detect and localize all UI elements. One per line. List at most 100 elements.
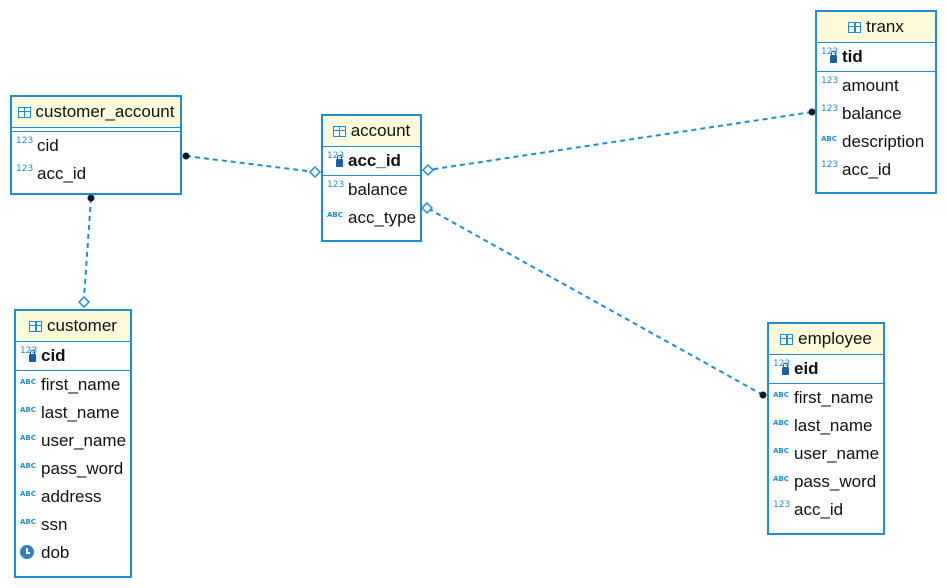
column-name: pass_word <box>41 459 124 478</box>
link-end-diamond <box>77 295 91 309</box>
key-icon <box>782 363 789 375</box>
entity-title: customer <box>47 316 117 335</box>
link-end-dot <box>759 391 767 399</box>
numeric-type-icon: 123 <box>773 500 791 510</box>
text-type-icon: ABC <box>20 490 36 498</box>
key-icon <box>830 51 837 63</box>
column-name: first_name <box>794 388 874 407</box>
table-icon <box>848 21 862 33</box>
table-icon <box>29 320 43 332</box>
text-type-icon: ABC <box>20 378 36 386</box>
text-type-icon: ABC <box>773 447 789 455</box>
text-type-icon: ABC <box>20 434 36 442</box>
numeric-type-icon: 123 <box>821 76 839 86</box>
link-employee-to-account[interactable] <box>426 207 764 396</box>
text-type-icon: ABC <box>773 391 789 399</box>
text-type-icon: ABC <box>773 475 789 483</box>
column-name: cid <box>37 136 59 155</box>
link-end-diamond <box>421 163 435 177</box>
table-icon <box>332 125 346 137</box>
entity-header[interactable]: employee <box>769 324 883 355</box>
text-type-icon: ABC <box>773 419 789 427</box>
link-tranx-to-account[interactable] <box>427 111 813 171</box>
entity-header[interactable]: account <box>323 116 420 147</box>
entity-header[interactable]: customer_account <box>12 97 180 128</box>
column-row[interactable]: ABC acc_type <box>323 204 420 232</box>
entity-title: employee <box>798 329 872 348</box>
column-name: pass_word <box>794 472 877 491</box>
numeric-type-icon: 123 <box>821 160 839 170</box>
entity-header[interactable]: customer <box>16 311 130 342</box>
column-row[interactable]: ABC user_name <box>16 427 130 455</box>
link-end-dot <box>87 194 95 202</box>
column-row[interactable]: ABC user_name <box>769 440 883 468</box>
link-end-dot <box>182 152 190 160</box>
text-type-icon: ABC <box>20 462 36 470</box>
column-name: acc_id <box>842 160 892 179</box>
numeric-type-icon: 123 <box>327 180 345 190</box>
link-end-diamond <box>308 165 322 179</box>
table-icon <box>17 106 31 118</box>
link-customer-account-to-account[interactable] <box>185 155 316 173</box>
text-type-icon: ABC <box>821 135 837 143</box>
numeric-type-icon: 123 <box>327 151 348 171</box>
column-row[interactable]: ABC pass_word <box>769 468 883 496</box>
column-name: last_name <box>794 416 873 435</box>
link-end-dot <box>808 108 816 116</box>
column-row[interactable]: dob <box>16 539 130 567</box>
column-row[interactable]: ABC pass_word <box>16 455 130 483</box>
clock-icon <box>20 543 41 563</box>
column-row[interactable]: ABC description <box>817 128 935 156</box>
column-name: ssn <box>41 515 68 534</box>
column-name: acc_type <box>348 208 417 227</box>
key-icon <box>336 155 343 167</box>
entity-header[interactable]: tranx <box>817 12 935 43</box>
numeric-type-icon: 123 <box>773 359 794 379</box>
column-name: address <box>41 487 102 506</box>
column-name: balance <box>842 104 902 123</box>
column-name: dob <box>41 543 70 562</box>
column-name: tid <box>842 47 863 66</box>
text-type-icon: ABC <box>327 211 343 219</box>
link-customer-account-to-customer[interactable] <box>83 197 92 299</box>
column-name: user_name <box>41 431 127 450</box>
numeric-type-icon: 123 <box>16 164 34 174</box>
key-icon <box>29 350 36 362</box>
table-icon <box>780 333 794 345</box>
column-row[interactable]: ABC first_name <box>769 384 883 412</box>
column-row[interactable]: ABC address <box>16 483 130 511</box>
column-name: description <box>842 132 925 151</box>
column-name: acc_id <box>348 151 401 170</box>
column-name: user_name <box>794 444 880 463</box>
column-row[interactable]: ABC last_name <box>769 412 883 440</box>
entity-title: account <box>350 121 411 140</box>
